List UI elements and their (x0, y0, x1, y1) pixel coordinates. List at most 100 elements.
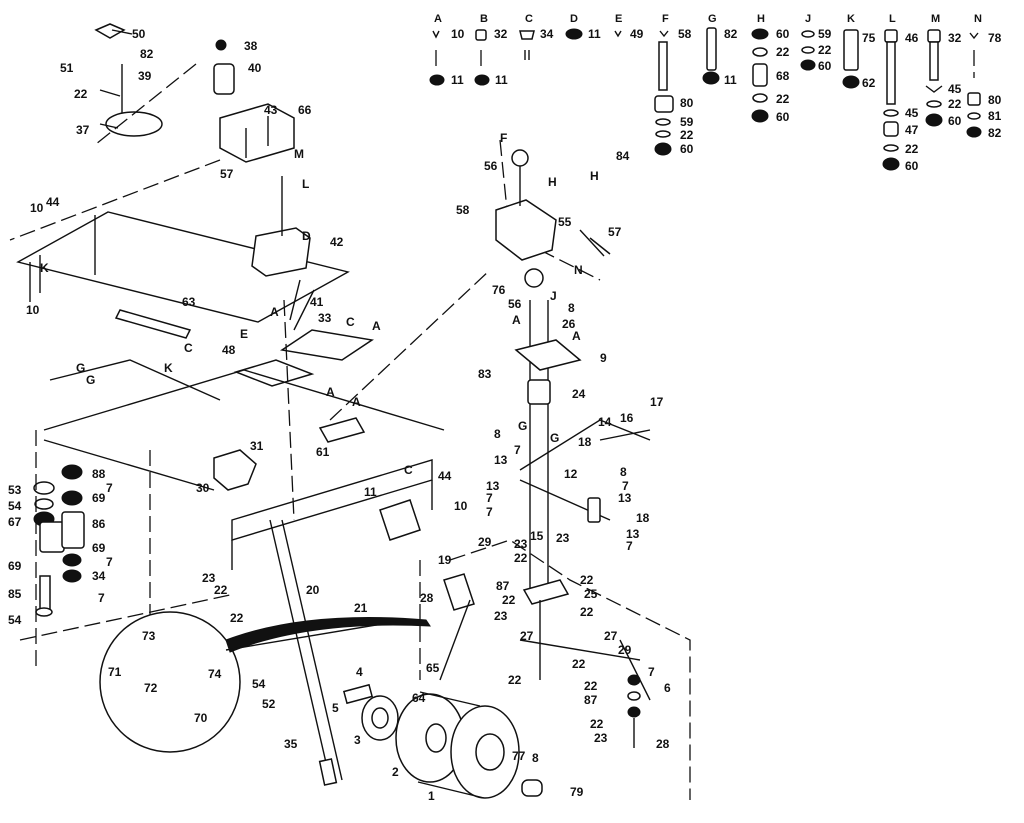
callout: G (518, 419, 527, 433)
callout: 60 (948, 114, 962, 128)
callout: 32 (948, 31, 962, 45)
callout: 52 (262, 697, 276, 711)
detail-circle (99, 611, 241, 753)
legend-letter: E (615, 13, 622, 25)
callout: 22 (776, 45, 790, 59)
legend-letter: H (757, 13, 765, 25)
callout: 26 (562, 317, 576, 331)
callout: K (164, 361, 173, 375)
callout: 23 (514, 537, 528, 551)
callout: 11 (588, 27, 601, 41)
callout: 59 (680, 115, 694, 129)
callout: 33 (318, 311, 332, 325)
callout: 80 (988, 93, 1002, 107)
callout: 45 (905, 106, 919, 120)
callout: 44 (438, 469, 452, 483)
callout: 1 (428, 789, 435, 803)
callout: 7 (98, 591, 105, 605)
callout: 8 (568, 301, 575, 315)
callout: 70 (194, 711, 208, 725)
callout: 62 (862, 76, 876, 90)
callout: 13 (494, 453, 508, 467)
callout: 56 (484, 159, 498, 173)
callout: 58 (456, 203, 470, 217)
nut-icon (519, 30, 535, 40)
callout: 13 (618, 491, 632, 505)
callout: 51 (60, 61, 74, 75)
callout: 83 (478, 367, 492, 381)
callout: A (572, 329, 581, 343)
legend-letter: K (847, 13, 855, 25)
spacer-icon (654, 95, 674, 113)
callout: 14 (598, 415, 612, 429)
callout: 88 (92, 467, 106, 481)
callout: 76 (492, 283, 506, 297)
callout: 7 (486, 505, 493, 519)
callout: 22 (580, 605, 594, 619)
callout: 59 (818, 27, 832, 41)
callout: A (326, 385, 335, 399)
callout: 2 (392, 765, 399, 779)
callout: 27 (520, 629, 534, 643)
legend-letter: C (525, 13, 533, 25)
callout: C (346, 315, 355, 329)
callout: 57 (220, 167, 234, 181)
nut-icon (429, 74, 445, 86)
legend-letter: D (570, 13, 578, 25)
callout: 7 (106, 481, 113, 495)
callout: 22 (818, 43, 832, 57)
callout: 8 (620, 465, 627, 479)
callout: 11 (451, 73, 464, 87)
callout: 77 (512, 749, 526, 763)
callout: A (270, 305, 279, 319)
callout: 19 (438, 553, 452, 567)
callout: 49 (630, 27, 644, 41)
callout: 41 (310, 295, 324, 309)
nut-icon (702, 71, 720, 85)
callout: 23 (202, 571, 216, 585)
bolt-icon (432, 30, 440, 39)
callout: K (40, 261, 49, 275)
callout: 72 (144, 681, 158, 695)
callout: 18 (578, 435, 592, 449)
callout: 60 (905, 159, 919, 173)
callout: 22 (74, 87, 88, 101)
callout: 42 (330, 235, 344, 249)
bolt-icon (843, 29, 859, 71)
callout: 22 (580, 573, 594, 587)
callout: 23 (494, 609, 508, 623)
callout: 22 (776, 92, 790, 106)
callout: 10 (26, 303, 40, 317)
callout: 37 (76, 123, 90, 137)
callout: 73 (142, 629, 156, 643)
callout: 22 (214, 583, 228, 597)
callout: 17 (650, 395, 664, 409)
callout: 54 (8, 613, 22, 627)
callout: 82 (988, 126, 1002, 140)
callout: C (184, 341, 193, 355)
callout: 68 (776, 69, 790, 83)
callout: 75 (862, 31, 876, 45)
callout: H (548, 175, 557, 189)
callout: 7 (622, 479, 629, 493)
callout: 60 (776, 27, 790, 41)
callout: 35 (284, 737, 298, 751)
callout: 58 (678, 27, 692, 41)
callout: 12 (564, 467, 578, 481)
callout: 57 (608, 225, 622, 239)
callout: 13 (486, 479, 500, 493)
callout: 55 (558, 215, 572, 229)
nut-icon (565, 28, 583, 40)
callout: 54 (8, 499, 22, 513)
callout: 43 (264, 103, 278, 117)
callout: 29 (618, 643, 632, 657)
callout: 65 (426, 661, 440, 675)
callout: D (302, 229, 311, 243)
legend-letter: J (805, 13, 811, 25)
callout: 50 (132, 27, 146, 41)
callout-labels: 50 51 82 39 22 37 38 40 43 66 M 57 L 10 … (8, 27, 671, 803)
callout: 69 (92, 491, 106, 505)
callout: 22 (948, 97, 962, 111)
